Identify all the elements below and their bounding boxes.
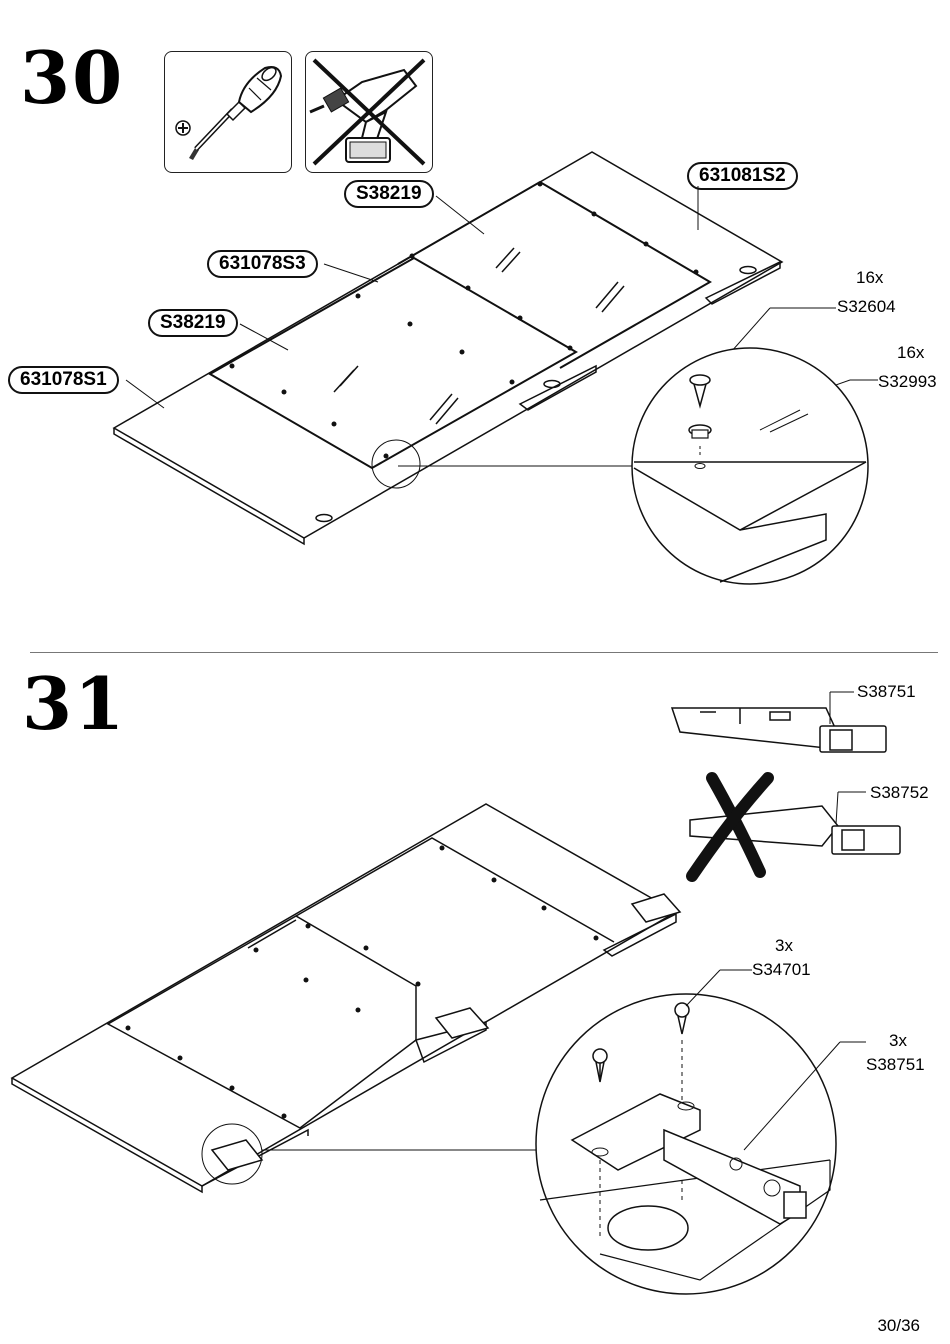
part-label-S38219-bottom: S38219: [148, 309, 238, 337]
hinge-code-wrong: S38752: [870, 783, 929, 802]
step30-detail-view: [631, 347, 869, 585]
part-label-631078S3: 631078S3: [207, 250, 318, 278]
step-number-31: 31: [22, 661, 127, 746]
hinge-s38751-image: [670, 707, 887, 753]
part-label-S38219-top: S38219: [344, 180, 434, 208]
part-label-631081S2: 631081S2: [687, 162, 798, 190]
hinge-code-correct: S38751: [857, 682, 916, 701]
step-number-30: 30: [20, 35, 125, 120]
page-number: 30/36: [877, 1316, 920, 1335]
section-divider: [30, 652, 938, 653]
screw-code-S34701: S34701: [752, 960, 811, 979]
hinge-qty: 3x: [889, 1031, 907, 1050]
screw-qty: 3x: [775, 936, 793, 955]
step31-hole-marks: [125, 845, 599, 1119]
phillips-screwdriver-icon: [175, 66, 283, 160]
step30-detail-marker: [371, 439, 421, 489]
step30-panels: [112, 151, 784, 546]
step31-leader-lines: [685, 969, 866, 1151]
hardware-qty-1: 16x: [856, 268, 884, 287]
cross-out-icon: [686, 772, 774, 882]
step31-panels: [10, 803, 678, 1194]
tool-drill-panel: [305, 51, 433, 173]
step31-detail-view: [535, 993, 837, 1295]
tool-screwdriver-panel: [164, 51, 292, 173]
hardware-qty-2: 16x: [897, 343, 925, 362]
step31-detail-marker: [201, 1123, 263, 1185]
hinge-code-S38751: S38751: [866, 1055, 925, 1074]
part-label-631078S1: 631078S1: [8, 366, 119, 394]
step31-hinges-on-panel: [210, 893, 682, 1171]
hardware-code-S32993: S32993: [878, 372, 937, 391]
hardware-code-S32604: S32604: [837, 297, 896, 316]
step30-screw-marks: [229, 181, 699, 459]
no-power-drill-icon: [309, 58, 426, 166]
